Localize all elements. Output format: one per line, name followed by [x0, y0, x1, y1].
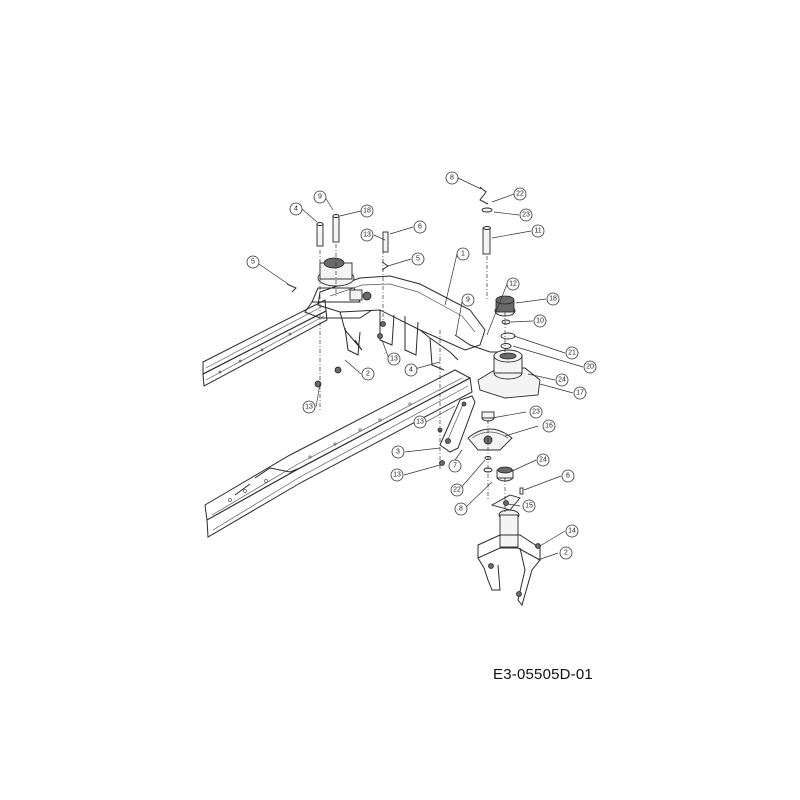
- callout[interactable]: 9: [313, 190, 327, 204]
- svg-text:23: 23: [522, 212, 530, 219]
- svg-text:9: 9: [466, 297, 470, 304]
- svg-text:20: 20: [586, 364, 594, 371]
- callout[interactable]: 2: [559, 546, 573, 560]
- svg-text:2: 2: [564, 550, 568, 557]
- callout[interactable]: 1: [456, 247, 470, 261]
- svg-text:23: 23: [532, 409, 540, 416]
- svg-text:8: 8: [450, 175, 454, 182]
- callout[interactable]: 8: [445, 171, 459, 185]
- steering-link: [437, 395, 476, 466]
- callout[interactable]: 22: [513, 187, 527, 201]
- svg-text:2: 2: [366, 371, 370, 378]
- svg-text:7: 7: [453, 463, 457, 470]
- svg-text:21: 21: [568, 350, 576, 357]
- callout[interactable]: 16: [542, 419, 556, 433]
- svg-text:12: 12: [509, 281, 517, 288]
- callout[interactable]: 21: [565, 346, 579, 360]
- svg-text:18: 18: [363, 208, 371, 215]
- svg-text:1: 1: [461, 251, 465, 258]
- svg-text:10: 10: [536, 318, 544, 325]
- svg-text:8: 8: [459, 506, 463, 513]
- steering-support: [477, 509, 541, 607]
- svg-text:13: 13: [363, 232, 371, 239]
- callout[interactable]: 18: [546, 292, 560, 306]
- callout[interactable]: 3: [391, 445, 405, 459]
- assembly-axes: [319, 244, 506, 512]
- spindle-housing-left: [304, 257, 373, 319]
- callout[interactable]: 13: [390, 468, 404, 482]
- svg-text:9: 9: [318, 194, 322, 201]
- svg-text:15: 15: [525, 503, 533, 510]
- leader-lines: [258, 177, 584, 561]
- svg-text:3: 3: [396, 449, 400, 456]
- callout[interactable]: 20: [583, 360, 597, 374]
- spindle-housing-right: [477, 349, 541, 399]
- callout[interactable]: 15: [522, 499, 536, 513]
- callout[interactable]: 17: [573, 386, 587, 400]
- callout[interactable]: 13: [413, 415, 427, 429]
- callout[interactable]: 24: [555, 373, 569, 387]
- callout[interactable]: 11: [531, 224, 545, 238]
- svg-text:6: 6: [566, 473, 570, 480]
- svg-text:24: 24: [558, 377, 566, 384]
- callout[interactable]: 4: [289, 202, 303, 216]
- hardware-stack-left: [286, 214, 389, 388]
- svg-text:17: 17: [576, 390, 584, 397]
- callout[interactable]: 10: [533, 314, 547, 328]
- svg-text:5: 5: [251, 259, 255, 266]
- svg-text:16: 16: [545, 423, 553, 430]
- callout[interactable]: 12: [506, 277, 520, 291]
- callout[interactable]: 13: [387, 352, 401, 366]
- callout-highlighted[interactable]: 6: [561, 469, 575, 483]
- hardware-stack-right: [479, 186, 516, 349]
- callout[interactable]: 5: [411, 252, 425, 266]
- svg-text:6: 6: [418, 224, 422, 231]
- sector-gear: [467, 411, 513, 473]
- callout[interactable]: 8: [454, 502, 468, 516]
- svg-text:24: 24: [539, 457, 547, 464]
- svg-text:13: 13: [305, 404, 313, 411]
- frame-rail-left-lower: [204, 369, 473, 538]
- svg-text:22: 22: [516, 191, 524, 198]
- callout[interactable]: 2: [361, 367, 375, 381]
- svg-text:4: 4: [409, 367, 413, 374]
- callout[interactable]: 13: [360, 228, 374, 242]
- callout[interactable]: 4: [404, 363, 418, 377]
- callout[interactable]: 7: [448, 459, 462, 473]
- diagram-reference-code: E3-05505D-01: [493, 666, 593, 683]
- svg-text:22: 22: [453, 487, 461, 494]
- svg-text:5: 5: [416, 256, 420, 263]
- callout[interactable]: 5: [246, 255, 260, 269]
- callout[interactable]: 23: [519, 208, 533, 222]
- svg-text:13: 13: [393, 472, 401, 479]
- callout[interactable]: 9: [461, 293, 475, 307]
- cross-member: [317, 275, 510, 371]
- callout[interactable]: 22: [450, 483, 464, 497]
- pinion-assembly: [490, 466, 524, 511]
- callout[interactable]: 14: [565, 524, 579, 538]
- callout[interactable]: 6: [413, 220, 427, 234]
- svg-text:4: 4: [294, 206, 298, 213]
- svg-text:18: 18: [549, 296, 557, 303]
- frame-rail-left-upper: [202, 299, 328, 387]
- callouts: 9 4 18 13 6 5 5 1 12 9 8 22 23 11 18 10 …: [246, 171, 597, 560]
- callout[interactable]: 18: [360, 204, 374, 218]
- svg-text:13: 13: [390, 356, 398, 363]
- callout[interactable]: 13: [302, 400, 316, 414]
- svg-text:11: 11: [534, 228, 541, 235]
- callout[interactable]: 23: [529, 405, 543, 419]
- svg-text:13: 13: [416, 419, 424, 426]
- svg-text:14: 14: [568, 528, 576, 535]
- callout[interactable]: 24: [536, 453, 550, 467]
